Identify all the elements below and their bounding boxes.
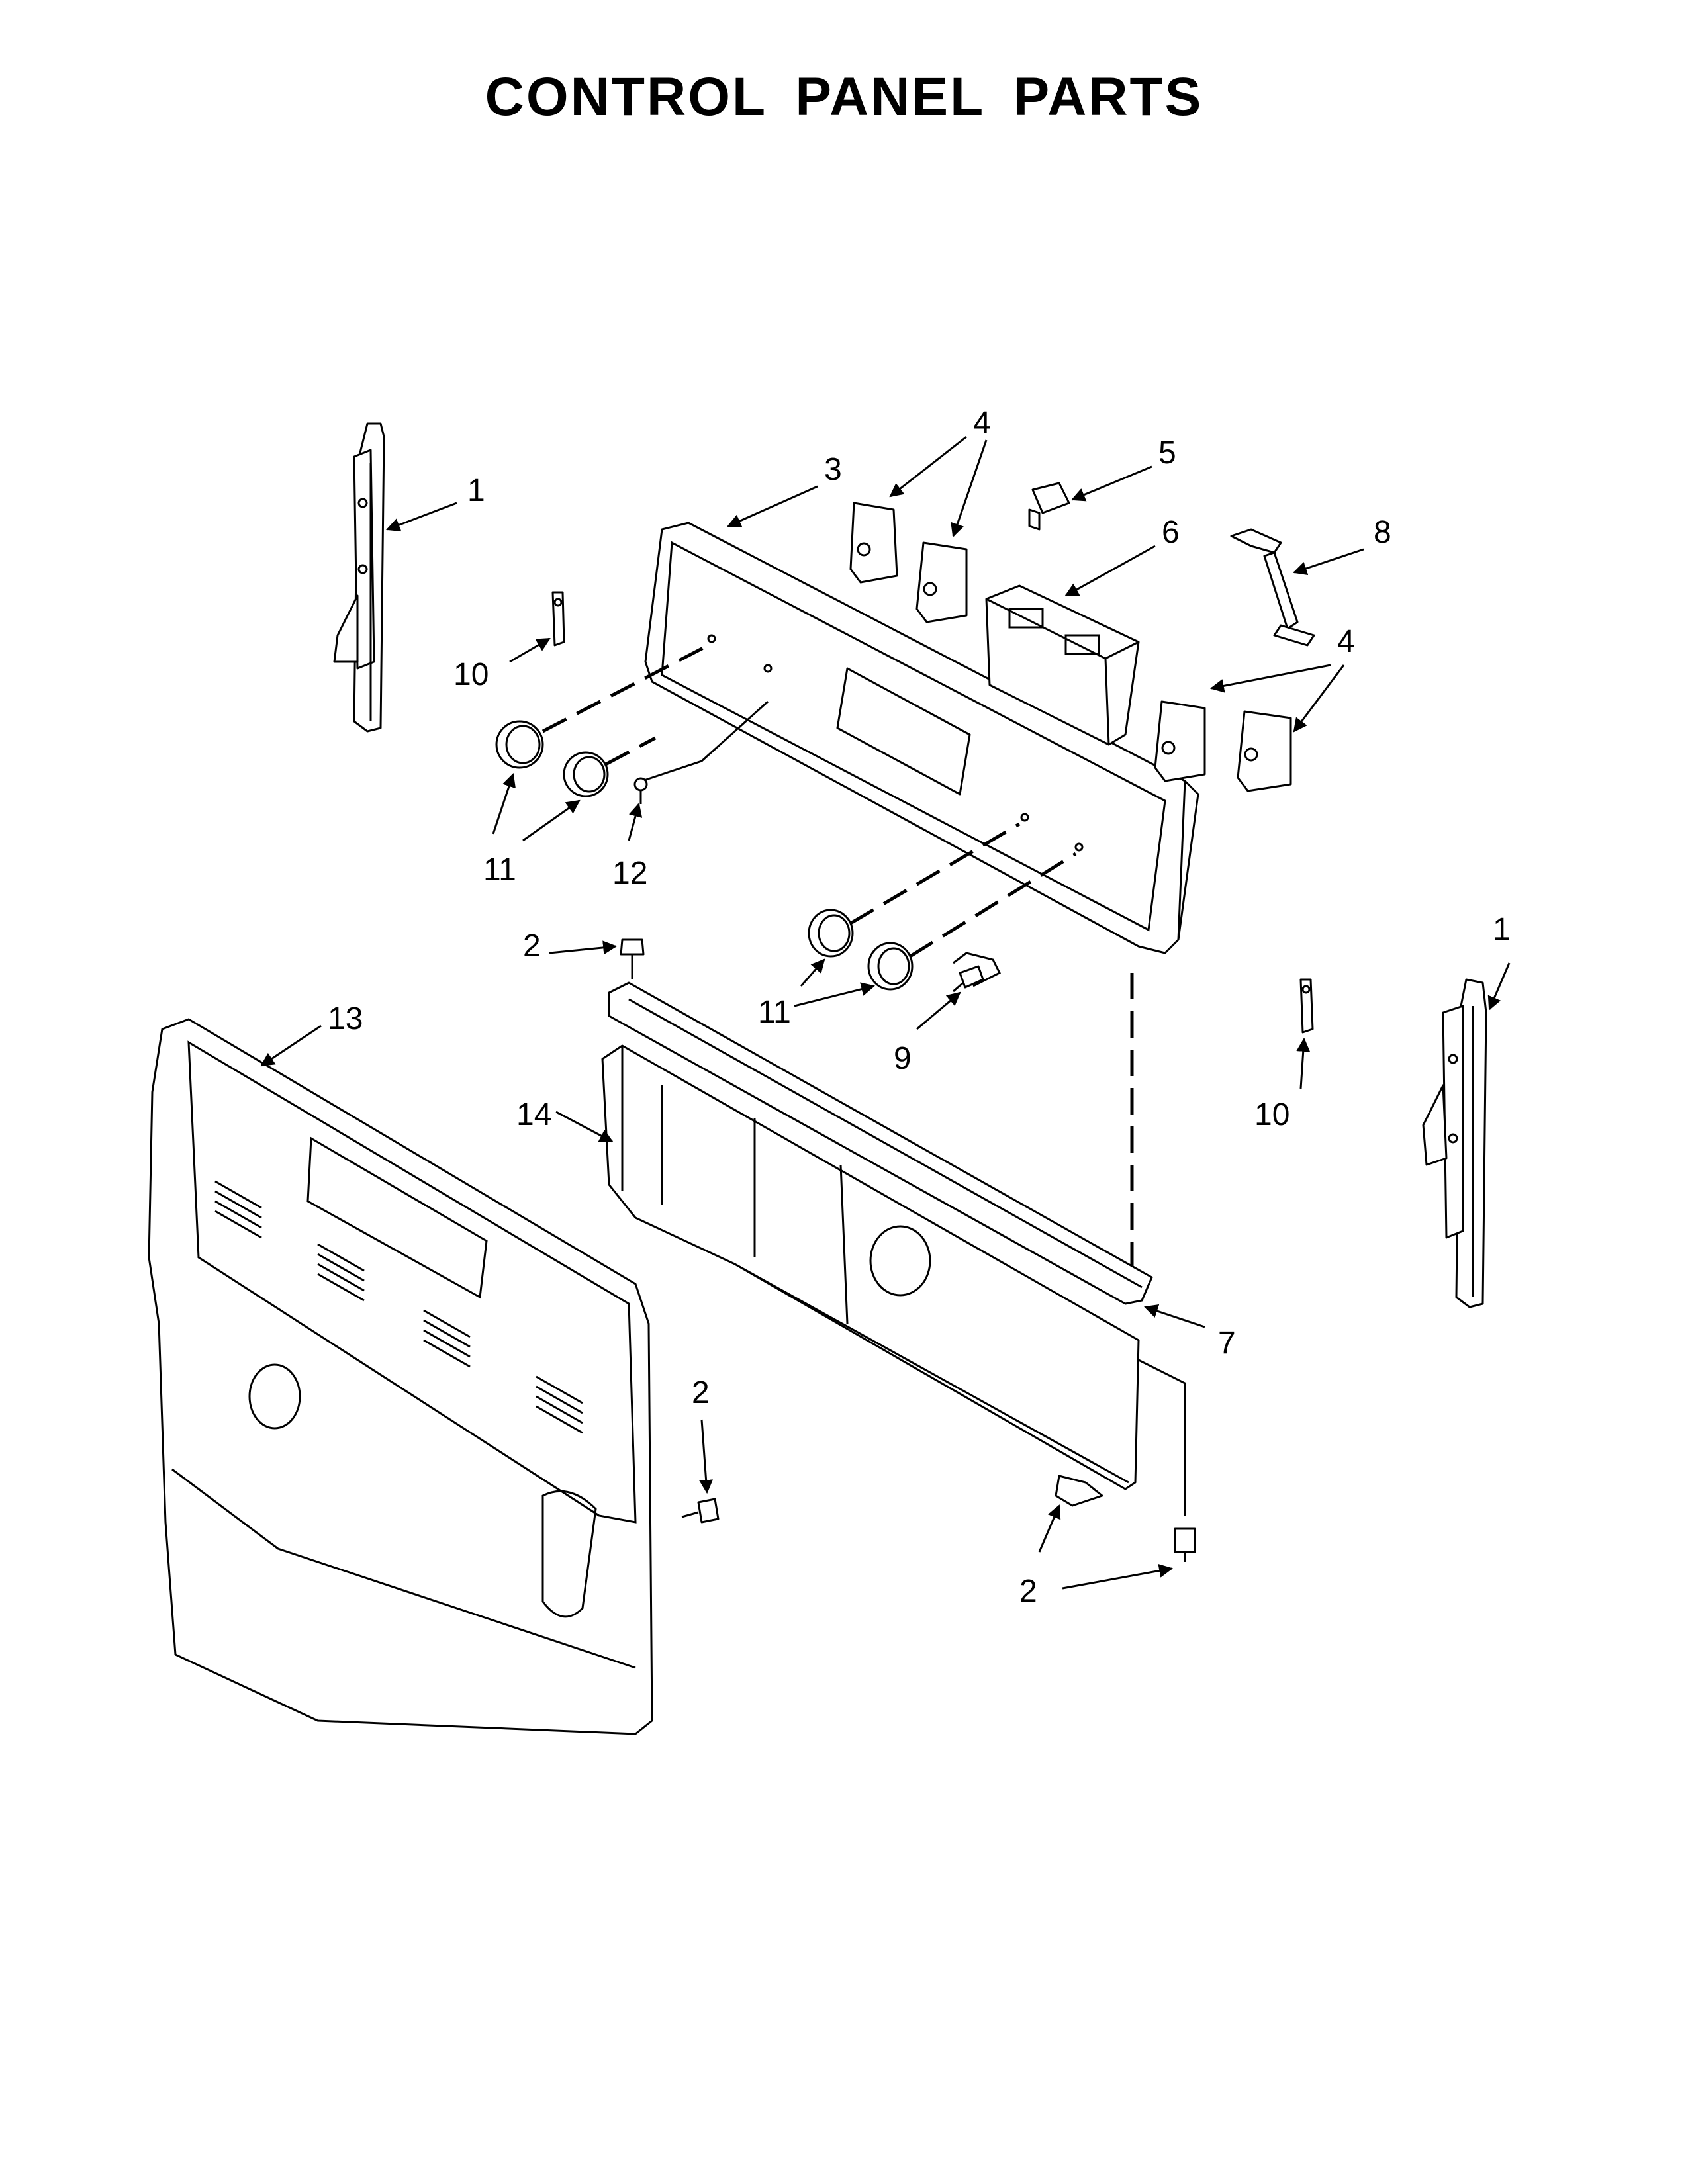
infinite-switch-top-right-part — [915, 541, 968, 623]
callout-9: 9 — [894, 1041, 912, 1076]
infinite-switch-bottom-left-part — [1154, 700, 1206, 782]
control-panel-console-part — [644, 522, 1199, 954]
callout-13: 13 — [328, 1001, 363, 1036]
callout-12: 12 — [612, 856, 647, 891]
knob-left-b-part — [563, 751, 609, 797]
callout-11-mid: 11 — [758, 995, 791, 1030]
rear-control-cover-part — [148, 1018, 653, 1735]
clip-right-part — [1299, 978, 1314, 1034]
screw-2-lower-mid-part — [1055, 1475, 1103, 1507]
alignment-line — [541, 643, 710, 733]
page-title: CONTROL PANEL PARTS — [485, 67, 1203, 127]
callout-1-right: 1 — [1493, 912, 1511, 947]
side-bracket-right-part — [1422, 978, 1487, 1308]
callout-4-right: 4 — [1337, 624, 1355, 659]
callout-6: 6 — [1162, 515, 1180, 550]
alignment-line — [641, 700, 769, 782]
mounting-bracket-part — [1230, 528, 1315, 647]
callout-5: 5 — [1158, 435, 1176, 471]
callout-2-lower-right: 2 — [1019, 1574, 1037, 1609]
alignment-line — [909, 852, 1077, 958]
side-bracket-left-part — [333, 422, 385, 733]
infinite-switch-bottom-right-part — [1237, 710, 1292, 792]
callout-3: 3 — [824, 452, 842, 487]
knob-mid-a-part — [808, 909, 854, 958]
screw-2-top-part — [620, 938, 645, 979]
alignment-line — [604, 736, 657, 766]
callout-10-left: 10 — [453, 657, 489, 692]
clip-left-part — [551, 591, 565, 647]
callout-2-top: 2 — [523, 929, 541, 964]
screw-2-lower-right-part — [1174, 1527, 1196, 1562]
callout-4-top: 4 — [973, 406, 991, 441]
screw-9-part — [953, 965, 984, 993]
callout-2-lower-left: 2 — [692, 1375, 710, 1410]
callout-10-right: 10 — [1254, 1097, 1289, 1132]
callout-14: 14 — [516, 1097, 551, 1132]
knob-mid-b-part — [867, 942, 914, 991]
callout-7: 7 — [1218, 1326, 1236, 1361]
callout-8: 8 — [1374, 515, 1391, 550]
knob-left-a-part — [495, 720, 544, 769]
rocker-switch-part — [1028, 482, 1070, 531]
callout-1-left: 1 — [467, 473, 485, 508]
screw-2-lower-left-part — [681, 1498, 720, 1524]
rear-panel-channel-part — [601, 1044, 1140, 1490]
infinite-switch-top-left-part — [849, 502, 898, 584]
leader-lines — [260, 435, 1511, 1590]
alignment-line — [849, 822, 1021, 925]
alignment-line — [953, 952, 1002, 987]
electronic-control-board-part — [985, 584, 1140, 746]
alignment-line — [1125, 1352, 1186, 1516]
screw-12-part — [633, 777, 648, 804]
panel-support-bracket-part — [608, 981, 1153, 1305]
callout-11-left: 11 — [483, 852, 516, 887]
